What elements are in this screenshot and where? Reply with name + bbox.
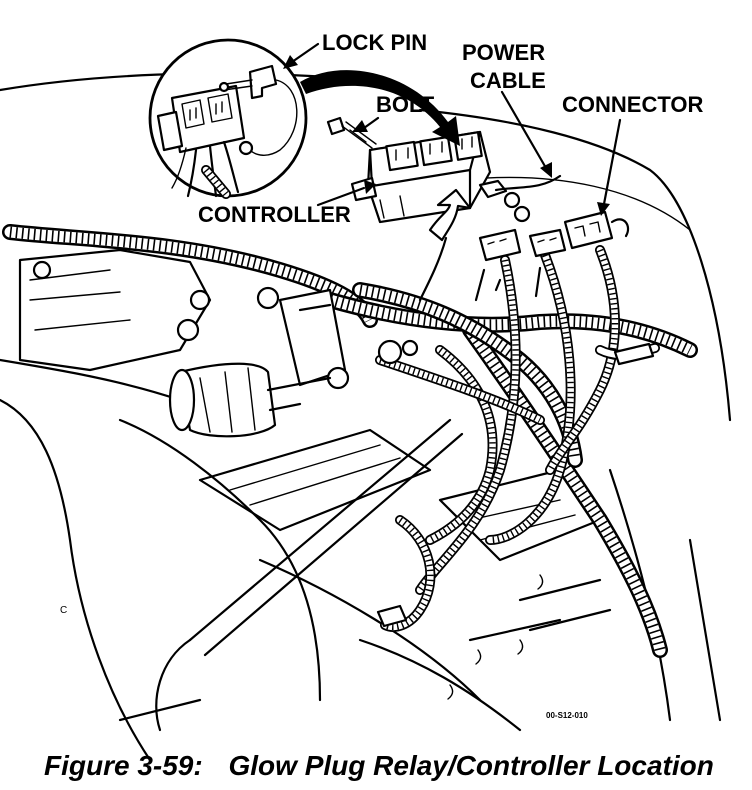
- figure-caption: Figure 3-59: Glow Plug Relay/Controller …: [44, 750, 714, 781]
- label-bolt: BOLT: [376, 92, 435, 117]
- corner-mark: C: [60, 605, 67, 616]
- insertion-arrow: [428, 188, 472, 242]
- bolt: [326, 116, 377, 149]
- label-controller: CONTROLLER: [198, 202, 351, 227]
- controller-sockets: [385, 131, 483, 172]
- detail-arrow: [300, 70, 460, 146]
- engine-background: [0, 72, 732, 762]
- caption-title: Glow Plug Relay/Controller Location: [228, 750, 713, 781]
- manifold-bolt: [32, 260, 52, 280]
- label-connector: CONNECTOR: [562, 92, 703, 117]
- connector-block: [563, 210, 614, 250]
- part-code: 00-S12-010: [546, 711, 588, 720]
- wire-harness: [375, 245, 660, 632]
- lock-pin-detail-inset: [148, 38, 308, 199]
- caption-number: Figure 3-59:: [44, 750, 203, 781]
- lock-pin: [218, 64, 278, 100]
- controller-bracket: [168, 288, 419, 438]
- label-cable: CABLE: [470, 68, 546, 93]
- label-power: POWER: [462, 40, 545, 65]
- harness-connectors: [474, 210, 630, 302]
- label-lock-pin: LOCK PIN: [322, 30, 427, 55]
- leader-lines: [283, 42, 622, 216]
